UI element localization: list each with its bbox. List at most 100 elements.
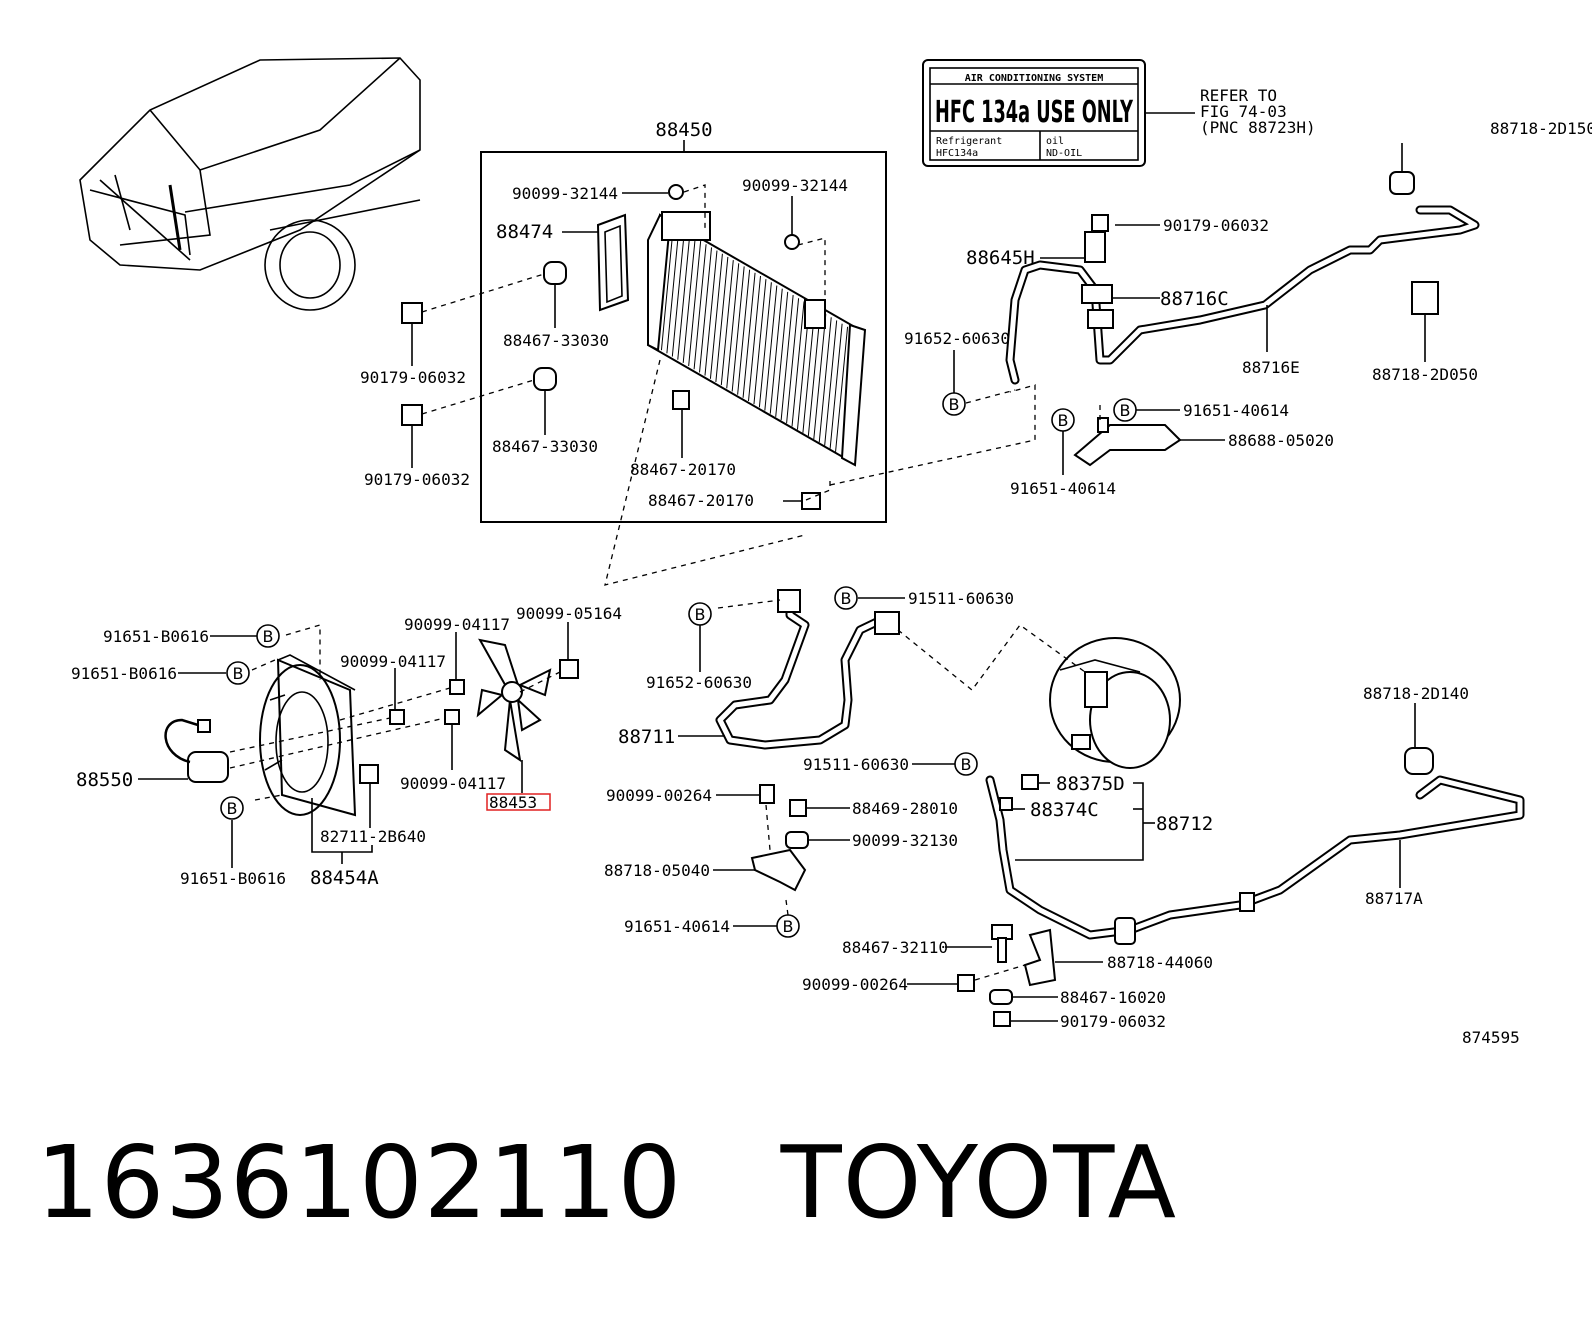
- label-88718-05040: 88718-05040: [604, 861, 710, 880]
- plate-oil-value: ND-OIL: [1046, 148, 1082, 159]
- label-90099-32144-b: 90099-32144: [742, 176, 848, 195]
- condenser-fin-line: [818, 317, 832, 443]
- condenser-fin-line: [775, 291, 789, 417]
- bolt-badge-letter: B: [841, 589, 852, 608]
- label-88453[interactable]: 88453: [489, 793, 537, 812]
- clip-icon: [359, 764, 379, 784]
- label-91651-B0616-a: 91651-B0616: [103, 627, 209, 646]
- label-91511-60630-b: 91511-60630: [803, 755, 909, 774]
- bolt-badge-letter: B: [961, 755, 972, 774]
- condenser-fin-line: [780, 295, 794, 421]
- cushion-icon: [785, 831, 809, 849]
- bolt-badge-circle: [834, 586, 858, 610]
- label-90179-06032-a: 90179-06032: [360, 368, 466, 387]
- condenser-fin-line: [824, 320, 838, 446]
- plate-oil-label: oil: [1046, 136, 1064, 147]
- label-91651-B0616-b: 91651-B0616: [71, 664, 177, 683]
- label-88467-16020: 88467-16020: [1060, 988, 1166, 1007]
- label-91652-60630-b: 91652-60630: [646, 673, 752, 692]
- fan-motor-icon: [164, 718, 229, 783]
- label-88718-2D050: 88718-2D050: [1372, 365, 1478, 384]
- condenser-fin-line: [704, 250, 718, 376]
- cushion-icon: [1389, 171, 1415, 195]
- label-88374C: 88374C: [1030, 799, 1099, 821]
- label-90099-00264-b: 90099-00264: [802, 975, 908, 994]
- pipe-clamp-icon: [1411, 281, 1439, 315]
- condenser-fin-line: [726, 263, 740, 389]
- suction-pipe-88717: [985, 775, 1525, 945]
- condenser-fin-line: [835, 326, 849, 452]
- plate-refrigerant-label: Refrigerant: [936, 136, 1002, 147]
- label-90099-05164: 90099-05164: [516, 604, 622, 623]
- nut-icon: [559, 659, 579, 679]
- bolt-badge-circle: [688, 602, 712, 626]
- label-90099-32130: 90099-32130: [852, 831, 958, 850]
- condenser-fin-line: [753, 279, 767, 405]
- fan-blade-icon: [476, 638, 552, 763]
- condenser-fin-line: [769, 288, 783, 414]
- caption: 1636102110 TOYOTA: [36, 1128, 1177, 1238]
- caption-brand: TOYOTA: [780, 1124, 1177, 1241]
- label-88716E: 88716E: [1242, 358, 1300, 377]
- bolt-badge-circle: [1051, 408, 1075, 432]
- nut-icon: [784, 234, 800, 250]
- bolt-icon: [789, 799, 807, 817]
- condenser-fin-line: [758, 282, 772, 408]
- condenser-fin-line: [791, 301, 805, 427]
- condenser-fin-line: [660, 225, 674, 351]
- label-91511-60630-a: 91511-60630: [908, 589, 1014, 608]
- bolt-badge-circle: [1113, 398, 1137, 422]
- refer-line-2: FIG 74-03: [1200, 102, 1287, 121]
- caption-part-number: 1636102110: [36, 1124, 683, 1241]
- label-88467-20170-a: 88467-20170: [630, 460, 736, 479]
- condenser-fin-line: [813, 314, 827, 440]
- cushion-icon: [543, 261, 567, 285]
- car-sketch: [79, 57, 421, 311]
- condenser-fin-line: [731, 266, 745, 392]
- condenser-fin-line: [737, 269, 751, 395]
- condenser-fin-line: [748, 275, 761, 402]
- bolt-icon: [389, 709, 405, 725]
- condenser-group-box: [480, 140, 887, 523]
- pipe-clamp-icon: [1081, 284, 1113, 304]
- label-91652-60630-a: 91652-60630: [904, 329, 1010, 348]
- label-91651-40614-b: 91651-40614: [1010, 479, 1116, 498]
- label-88450: 88450: [655, 119, 712, 141]
- label-90179-06032-c: 90179-06032: [1163, 216, 1269, 235]
- discharge-hose-88711: [715, 589, 900, 750]
- label-90179-06032-d: 90179-06032: [1060, 1012, 1166, 1031]
- condenser-fin-line: [682, 237, 696, 363]
- diagram-id-code: 874595: [1462, 1028, 1520, 1047]
- bolt-badge-letter: B: [949, 395, 960, 414]
- label-91651-B0616-c: 91651-B0616: [180, 869, 286, 888]
- condenser-fin-line: [715, 256, 729, 382]
- condenser-fin-line: [720, 260, 734, 386]
- label-88711: 88711: [618, 726, 675, 748]
- bolt-badge-circle: [256, 624, 280, 648]
- label-88718-2D140: 88718-2D140: [1363, 684, 1469, 703]
- bolt-icon: [444, 709, 460, 725]
- label-90099-04117-c: 90099-04117: [400, 774, 506, 793]
- bracket-icon: [1073, 424, 1182, 467]
- condenser-fin-line: [693, 244, 707, 370]
- bolt-badge-letter: B: [783, 917, 794, 936]
- bolt-badge-letter: B: [1058, 411, 1069, 430]
- nut-icon: [668, 184, 684, 200]
- bolt-badge-circle: [942, 392, 966, 416]
- pipe-clamp-icon: [1087, 309, 1114, 329]
- bolt-badge-letter: B: [227, 799, 238, 818]
- plate-title-big: HFC 134a USE ONLY: [935, 95, 1134, 130]
- bolt-badge-circle: [954, 752, 978, 776]
- highlight-box-88453: [486, 793, 551, 811]
- o-ring-icon: [1021, 774, 1039, 790]
- nut-icon: [401, 404, 423, 426]
- label-88716C: 88716C: [1160, 288, 1229, 310]
- bolt-icon: [957, 974, 975, 992]
- plate-refrigerant-value: HFC134a: [936, 148, 978, 159]
- compressor-icon: [1049, 637, 1181, 769]
- label-88717A: 88717A: [1365, 889, 1423, 908]
- label-88688-05020: 88688-05020: [1228, 431, 1334, 450]
- fan-shroud-icon: [259, 654, 357, 817]
